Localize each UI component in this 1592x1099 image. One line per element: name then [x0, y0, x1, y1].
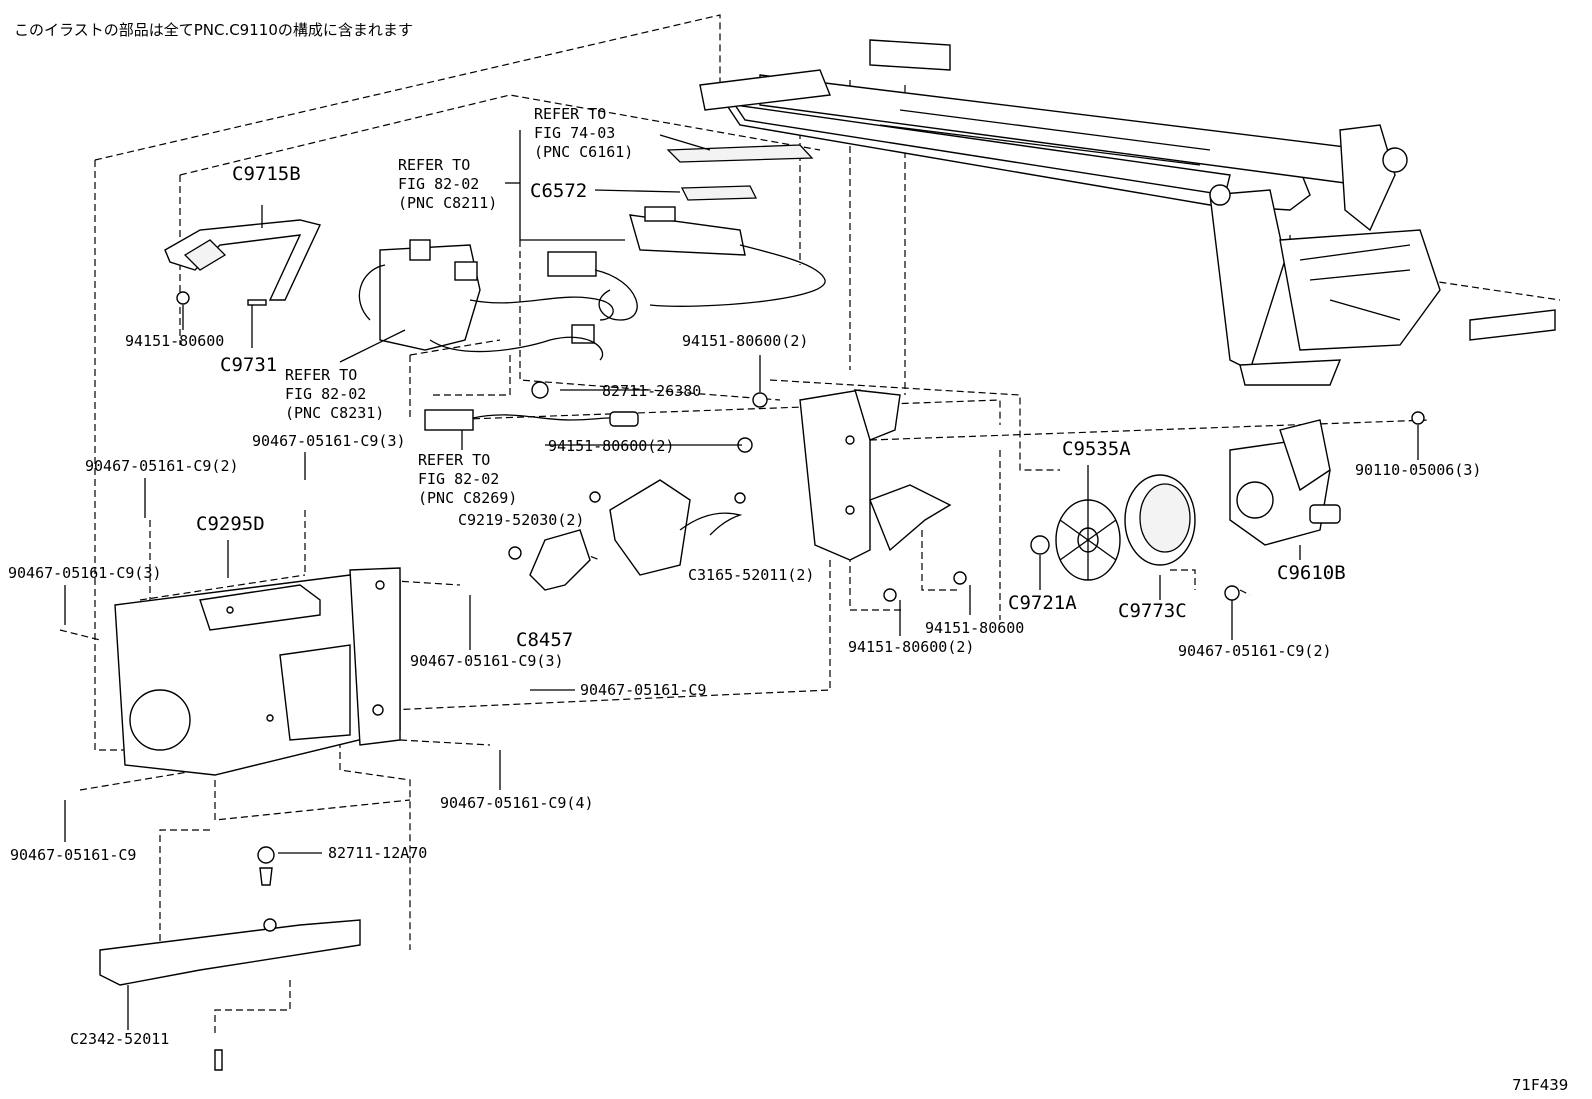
callout-94151-80600-2-bottom: 94151-80600(2) [848, 638, 974, 656]
callout-90467-05161-c9-bottom: 90467-05161-C9 [10, 846, 136, 864]
callout-90467-05161-c9-3-top: 90467-05161-C9(3) [252, 432, 406, 450]
leader-lines [64, 130, 971, 854]
callout-90110-05006: 90110-05006(3) [1355, 461, 1481, 479]
callout-c8457: C8457 [516, 629, 573, 651]
callout-94151-80600-right: 94151-80600 [925, 619, 1024, 637]
callout-c9731: C9731 [220, 354, 277, 376]
callout-90467-05161-c9-4: 90467-05161-C9(4) [440, 794, 594, 812]
c9295d-bracket-box-part [114, 540, 401, 776]
callout-refer-82-02-a-line2: FIG 82-02 [398, 175, 479, 193]
callout-refer-82-02-b-line3: (PNC C8231) [285, 404, 384, 422]
callout-90467-05161-c9-2-right: 90467-05161-C9(2) [1178, 642, 1332, 660]
callout-c9219-52030: C9219-52030(2) [458, 511, 584, 529]
callout-90467-05161-c9-3-left: 90467-05161-C9(3) [8, 564, 162, 582]
callout-refer-74-03-line1: REFER TO [534, 105, 606, 123]
callout-c9295d: C9295D [196, 513, 265, 535]
callout-refer-82-02-a-line3: (PNC C8211) [398, 194, 497, 212]
seat-frame [699, 39, 1556, 386]
callout-c2342-52011: C2342-52011 [70, 1030, 169, 1048]
callout-refer-82-02-c-line3: (PNC C8269) [418, 489, 517, 507]
figure-code: 71F439 [1512, 1076, 1568, 1094]
callout-90467-05161-c9-3-mid: 90467-05161-C9(3) [410, 652, 564, 670]
callout-c9715b: C9715B [232, 163, 301, 185]
drive-motor-assembly [1030, 411, 1425, 640]
header-note: このイラストの部品は全てPNC.C9110の構成に含まれます [14, 21, 413, 39]
callout-90467-05161-c9-2-left: 90467-05161-C9(2) [85, 457, 239, 475]
callout-refer-82-02-c-line2: FIG 82-02 [418, 470, 499, 488]
callout-labels: C9715B 94151-80600 C9731 REFER TO FIG 82… [8, 105, 1481, 1048]
callout-90467-05161-c9-mid: 90467-05161-C9 [580, 681, 706, 699]
wire-harness-part [339, 239, 638, 363]
callout-94151-80600-2-top: 94151-80600(2) [682, 332, 808, 350]
sensor-cable-part [424, 381, 639, 450]
callout-94151-80600-2-mid: 94151-80600(2) [548, 437, 674, 455]
callout-refer-82-02-a-line1: REFER TO [398, 156, 470, 174]
callout-82711-26380: 82711-26380 [602, 382, 701, 400]
callout-refer-82-02-c-line1: REFER TO [418, 451, 490, 469]
callout-82711-12a70: 82711-12A70 [328, 844, 427, 862]
callout-c9610b: C9610B [1277, 562, 1346, 584]
control-module-part [594, 134, 826, 307]
callout-c3165-52011: C3165-52011(2) [688, 566, 814, 584]
callout-94151-80600: 94151-80600 [125, 332, 224, 350]
center-bracket-part [508, 389, 967, 602]
callout-refer-82-02-b-line2: FIG 82-02 [285, 385, 366, 403]
callout-c6572: C6572 [530, 180, 587, 202]
callout-c9535a: C9535A [1062, 438, 1131, 460]
c2342-bottom-bracket-part [99, 846, 361, 1071]
callout-refer-82-02-b-line1: REFER TO [285, 366, 357, 384]
callout-refer-74-03-line2: FIG 74-03 [534, 124, 615, 142]
callout-refer-74-03-line3: (PNC C6161) [534, 143, 633, 161]
callout-c9721a: C9721A [1008, 592, 1077, 614]
c9715b-cover-part [164, 205, 321, 348]
callout-c9773c: C9773C [1118, 600, 1187, 622]
